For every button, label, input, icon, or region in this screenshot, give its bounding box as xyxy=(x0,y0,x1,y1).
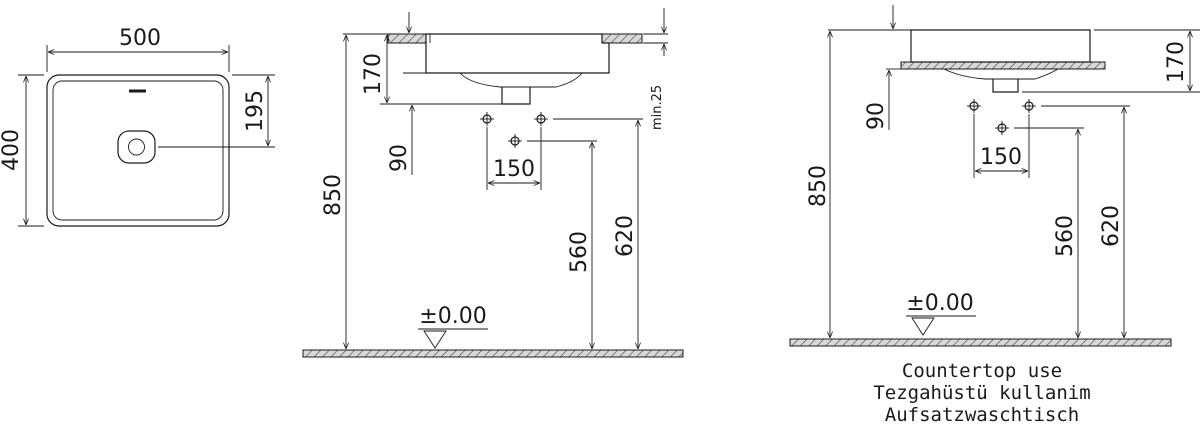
width-label: 500 xyxy=(119,26,161,51)
height-850-label-2: 850 xyxy=(806,165,831,207)
installation-view-2: 850 170 90 150 560 620 ± xyxy=(789,5,1200,426)
drain-inner xyxy=(128,138,145,156)
min-label-1: min.25 xyxy=(650,85,665,130)
height-560-label-1: 560 xyxy=(567,231,592,273)
caption-line-1: Countertop use xyxy=(902,360,1062,382)
waste-height-label-1: 90 xyxy=(387,144,412,172)
bowl-depth-label-2: 170 xyxy=(1164,41,1189,83)
caption-line-3: Aufsatzwaschtisch xyxy=(885,404,1079,426)
installation-view-1: min.25 850 170 90 150 560 xyxy=(302,8,684,358)
basin-profile-2 xyxy=(910,29,1091,63)
waste-height-label-2: 90 xyxy=(864,102,889,130)
depth-label: 400 xyxy=(0,129,24,171)
drain-outer xyxy=(117,130,156,164)
waste-outlet-1 xyxy=(501,87,531,105)
tap-spacing-label-1: 150 xyxy=(493,157,535,182)
tap-spacing-label-2: 150 xyxy=(980,145,1022,170)
basin-outline-outer xyxy=(46,74,230,227)
level-label-2: ±0.00 xyxy=(906,291,973,316)
tap-hole-center-1 xyxy=(508,134,522,148)
level-label-1: ±0.00 xyxy=(419,304,486,329)
countertop-2 xyxy=(900,61,1106,70)
countertop-left-1 xyxy=(387,33,427,44)
height-620-label-2: 620 xyxy=(1099,205,1124,247)
level-triangle-1 xyxy=(423,330,447,349)
level-triangle-2 xyxy=(911,317,935,336)
tap-hole-center-2 xyxy=(995,121,1009,135)
top-view: 500 400 195 xyxy=(0,26,275,227)
countertop-right-1 xyxy=(601,33,643,44)
tap-hole-right-1 xyxy=(534,112,548,126)
drain-offset-label: 195 xyxy=(243,90,268,132)
tap-hole-right-2 xyxy=(1022,99,1036,113)
bowl-depth-label-1: 170 xyxy=(361,53,386,95)
tap-hole-left-1 xyxy=(480,112,494,126)
basin-outline-inner xyxy=(52,80,224,221)
caption-line-2: Tezgahüstü kullanim xyxy=(873,382,1090,404)
floor-2 xyxy=(789,338,1172,347)
basin-profile-1 xyxy=(425,33,610,74)
floor-1 xyxy=(302,349,684,358)
height-850-label-1: 850 xyxy=(321,174,346,216)
tap-hole-left-2 xyxy=(967,99,981,113)
height-620-label-1: 620 xyxy=(613,215,638,257)
height-560-label-2: 560 xyxy=(1053,215,1078,257)
waste-outlet-2 xyxy=(992,79,1019,93)
